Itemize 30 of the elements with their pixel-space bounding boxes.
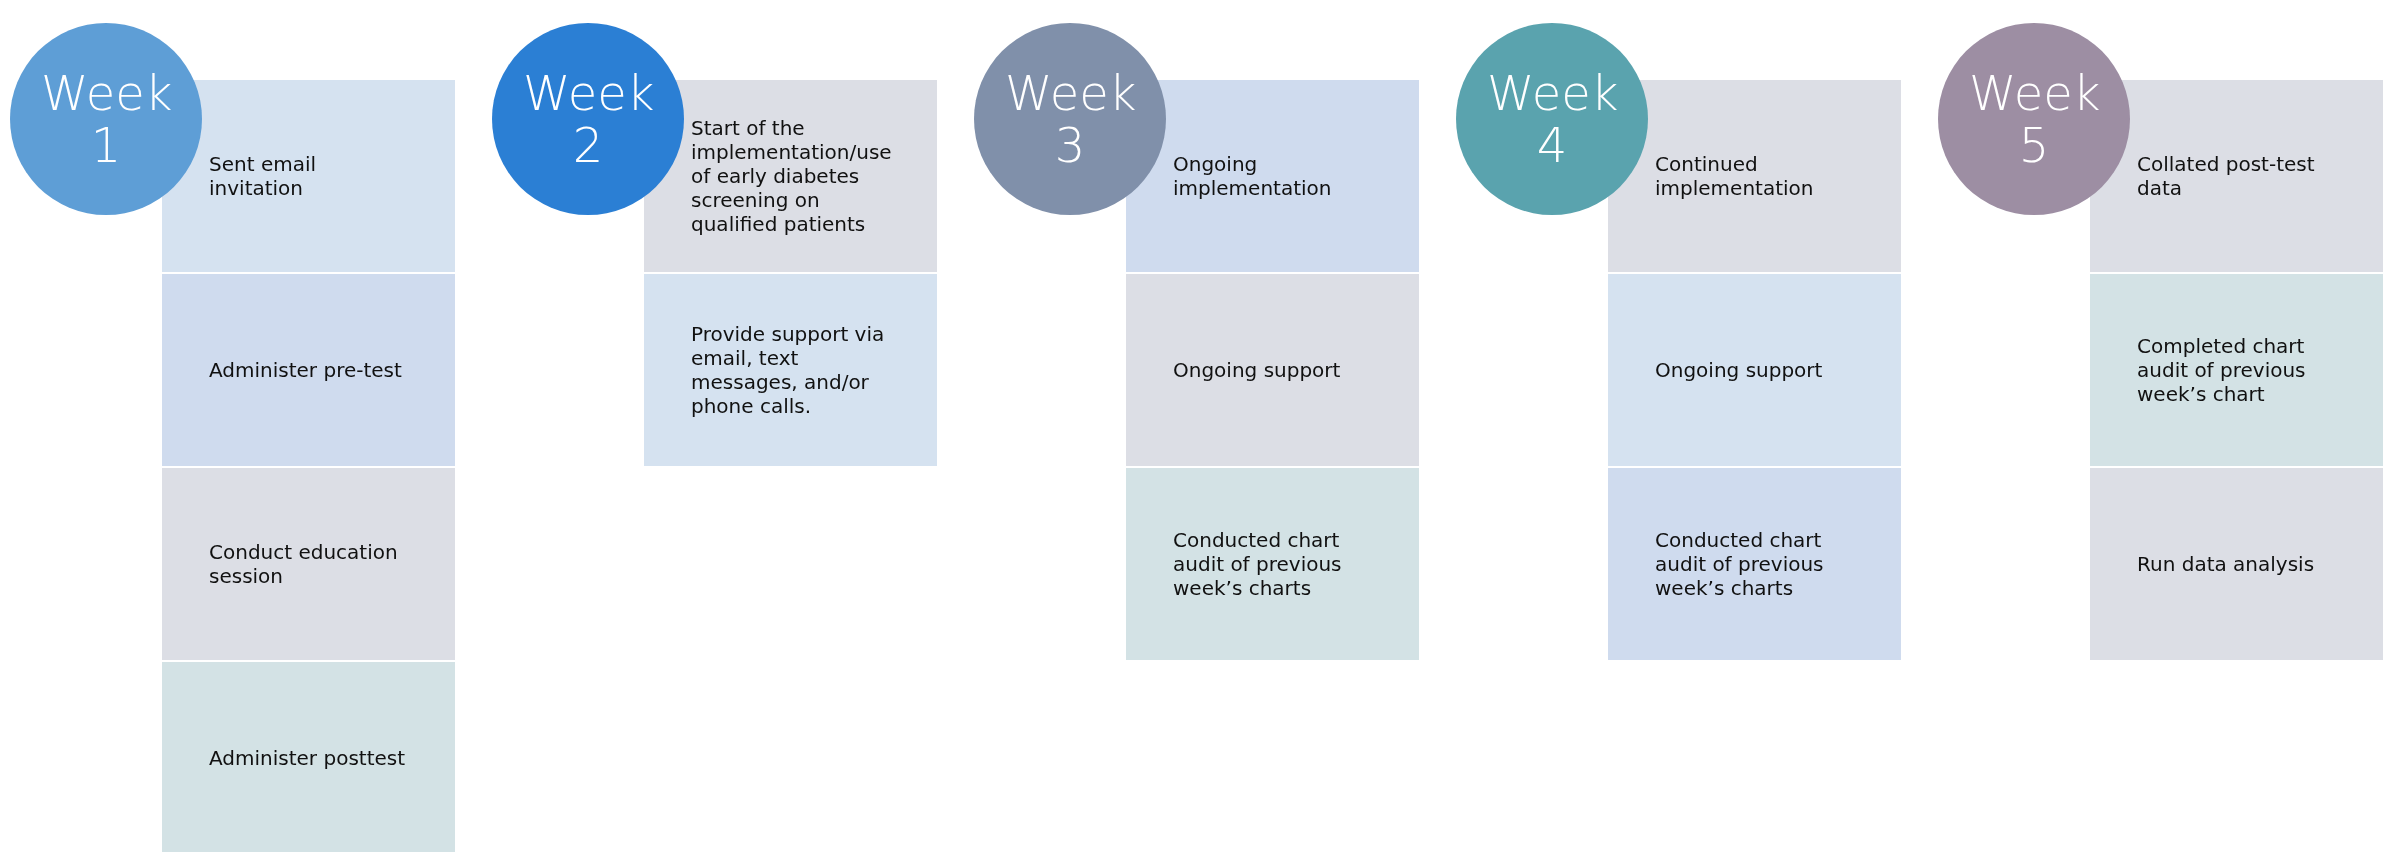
task-text: Administer posttest [209,746,406,770]
task-text: Collated post-test data [2137,152,2316,200]
task-text: Ongoing support [1655,358,1823,382]
task-box [162,468,455,660]
task-text: Start of the implementation/use of early diabetes screening on qualified patients [691,116,893,236]
task-text: Ongoing implementation [1173,152,1333,200]
task-box [1608,468,1901,660]
task-text: Administer pre-test [209,358,402,382]
task-text: Continued implementation [1655,152,1815,200]
task-text: Ongoing support [1173,358,1341,382]
task-box [1126,468,1419,660]
task-text: Conduct education session [209,540,399,588]
week-label: Week 1 [41,67,171,171]
task-box [2090,274,2383,466]
week-label: Week 5 [1969,67,2099,171]
task-box [1608,274,1901,466]
week-label: Week 4 [1487,67,1617,171]
week-label: Week 3 [1005,67,1135,171]
week-label: Week 2 [523,67,653,171]
task-box [1126,274,1419,466]
task-box [162,662,455,852]
task-text: Sent email invitation [209,152,318,200]
task-text: Provide support via email, text messages, and/or phone calls. [691,322,886,418]
task-box [162,274,455,466]
task-text: Completed chart audit of previous week’s chart [2137,334,2307,406]
task-box [644,274,937,466]
task-box [2090,468,2383,660]
task-text: Conducted chart audit of previous week’s charts [1655,528,1825,600]
task-text: Conducted chart audit of previous week’s charts [1173,528,1343,600]
task-text: Run data analysis [2137,552,2315,576]
